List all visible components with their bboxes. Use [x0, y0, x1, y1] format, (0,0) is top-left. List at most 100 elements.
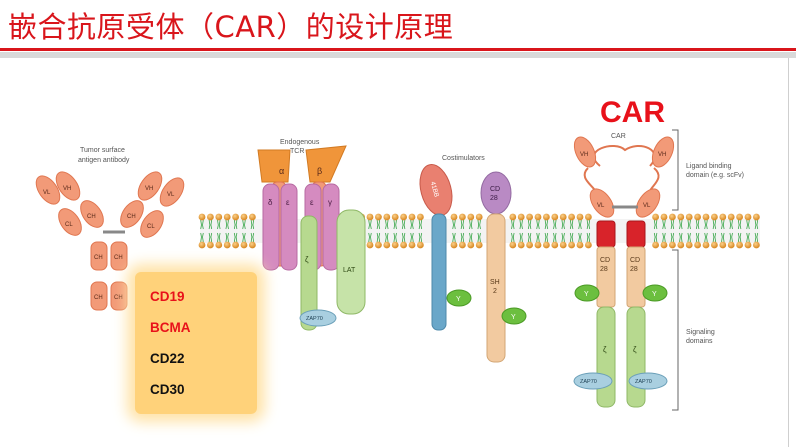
lipid-head	[467, 241, 475, 249]
lipid-tail	[469, 219, 473, 230]
lipid-tail	[754, 219, 759, 230]
cd41bb-y-motif	[446, 289, 472, 307]
lipid-head	[223, 213, 231, 221]
antibody-ch3-left	[90, 281, 108, 311]
lipid-tail	[393, 219, 397, 230]
antibody-vh-label-right: VH	[145, 186, 153, 192]
right-edge-line	[788, 58, 789, 447]
car-cd28-left	[596, 246, 616, 308]
car-zap70-left-label: ZAP70	[580, 379, 597, 385]
car-cd28-right-label-2: 28	[630, 266, 638, 273]
lipid-tail	[376, 232, 381, 243]
costimulators: Costimulators 41BB Y CD 28 SH 2 Y	[419, 155, 527, 363]
lipid-head	[459, 241, 466, 249]
lipid-head	[753, 213, 760, 221]
lipid-tail	[200, 232, 204, 243]
lipid-tail	[553, 219, 557, 230]
lipid-head	[450, 241, 458, 249]
lipid-head	[551, 241, 559, 249]
lipid-tail	[712, 219, 717, 230]
lipid-tail	[410, 219, 414, 230]
car-zeta-right-label: ζ	[633, 345, 637, 354]
lipid-head	[232, 241, 240, 249]
lipid-tail	[561, 219, 565, 230]
lipid-head	[249, 241, 256, 249]
lipid-tail	[687, 232, 691, 243]
cd41bb-tail	[431, 213, 447, 331]
lipid-tail	[544, 219, 549, 230]
lipid-head	[669, 241, 676, 249]
cd3-epsilon-label-2: ε	[310, 198, 314, 207]
lipid-tail	[704, 232, 708, 243]
lipid-tail	[527, 232, 532, 243]
lipid-tail	[586, 232, 591, 243]
lipid-head	[660, 213, 668, 221]
lipid-tail	[729, 232, 733, 243]
car-zeta-left-label: ζ	[603, 345, 607, 354]
antibody-ch2-right	[110, 241, 128, 271]
lipid-head	[669, 213, 676, 221]
lipid-tail	[511, 232, 515, 243]
lipid-head	[391, 241, 399, 249]
lipid-tail	[695, 232, 700, 243]
lipid-tail	[754, 232, 759, 243]
lipid-tail	[401, 219, 406, 230]
lipid-head	[517, 213, 525, 221]
lipid-tail	[368, 219, 372, 230]
lipid-tail	[578, 232, 582, 243]
tcr-beta-head	[305, 145, 347, 183]
lipid-tail	[737, 232, 742, 243]
lipid-head	[702, 213, 710, 221]
lipid-tail	[460, 232, 465, 243]
cd3-delta	[262, 183, 280, 271]
lipid-tail	[687, 219, 691, 230]
lipid-head	[526, 241, 533, 249]
antibody-cl-label-right: CL	[147, 224, 155, 230]
car-vh-left	[573, 136, 597, 168]
lipid-tail	[242, 219, 246, 230]
lipid-tail	[729, 219, 733, 230]
lipid-head	[383, 213, 391, 221]
antibody-ch1-label-right: CH	[127, 214, 136, 220]
lipid-head	[576, 241, 584, 249]
antibody-ch3-right-label: CH	[114, 295, 123, 301]
lipid-head	[559, 241, 567, 249]
lipid-head	[744, 213, 752, 221]
lipid-tail	[452, 219, 456, 230]
car-vl-right	[635, 188, 661, 218]
antibody-ch3-right	[110, 281, 128, 311]
antibody-ch1-domain	[80, 200, 104, 228]
lipid-head	[366, 213, 374, 221]
membrane-lipid-heads	[198, 213, 760, 249]
car-y-right	[642, 284, 668, 302]
lipid-head	[375, 213, 382, 221]
lipid-head	[677, 241, 685, 249]
lipid-tail	[746, 232, 750, 243]
lipid-head	[727, 241, 735, 249]
tcr-zeta-chain	[300, 215, 318, 331]
lipid-tail	[376, 219, 381, 230]
lipid-head	[459, 213, 466, 221]
lipid-head	[509, 213, 517, 221]
lipid-head	[408, 213, 416, 221]
lipid-tail	[208, 232, 213, 243]
tcr-caption-1: Endogenous	[280, 139, 320, 146]
target-antigen-list: CD19 BCMA CD22 CD30	[150, 287, 191, 411]
lipid-head	[576, 213, 584, 221]
car-cd28-left-label-1: CD	[600, 257, 610, 264]
lipid-tail	[721, 232, 725, 243]
antibody-vl-domain	[35, 175, 61, 205]
cd3-epsilon-label-1: ε	[286, 198, 290, 207]
car-y-left-label: Y	[584, 291, 589, 298]
lipid-tail	[477, 219, 481, 230]
lipid-tail	[242, 232, 246, 243]
lipid-head	[719, 213, 727, 221]
antibody-vh-domain	[55, 171, 81, 201]
lipid-tail	[721, 219, 725, 230]
lipid-tail	[401, 232, 406, 243]
cd28-label-2: 28	[490, 195, 498, 202]
lipid-head	[694, 213, 701, 221]
lipid-tail	[746, 219, 750, 230]
lipid-tail	[536, 219, 540, 230]
lipid-tail	[569, 232, 574, 243]
